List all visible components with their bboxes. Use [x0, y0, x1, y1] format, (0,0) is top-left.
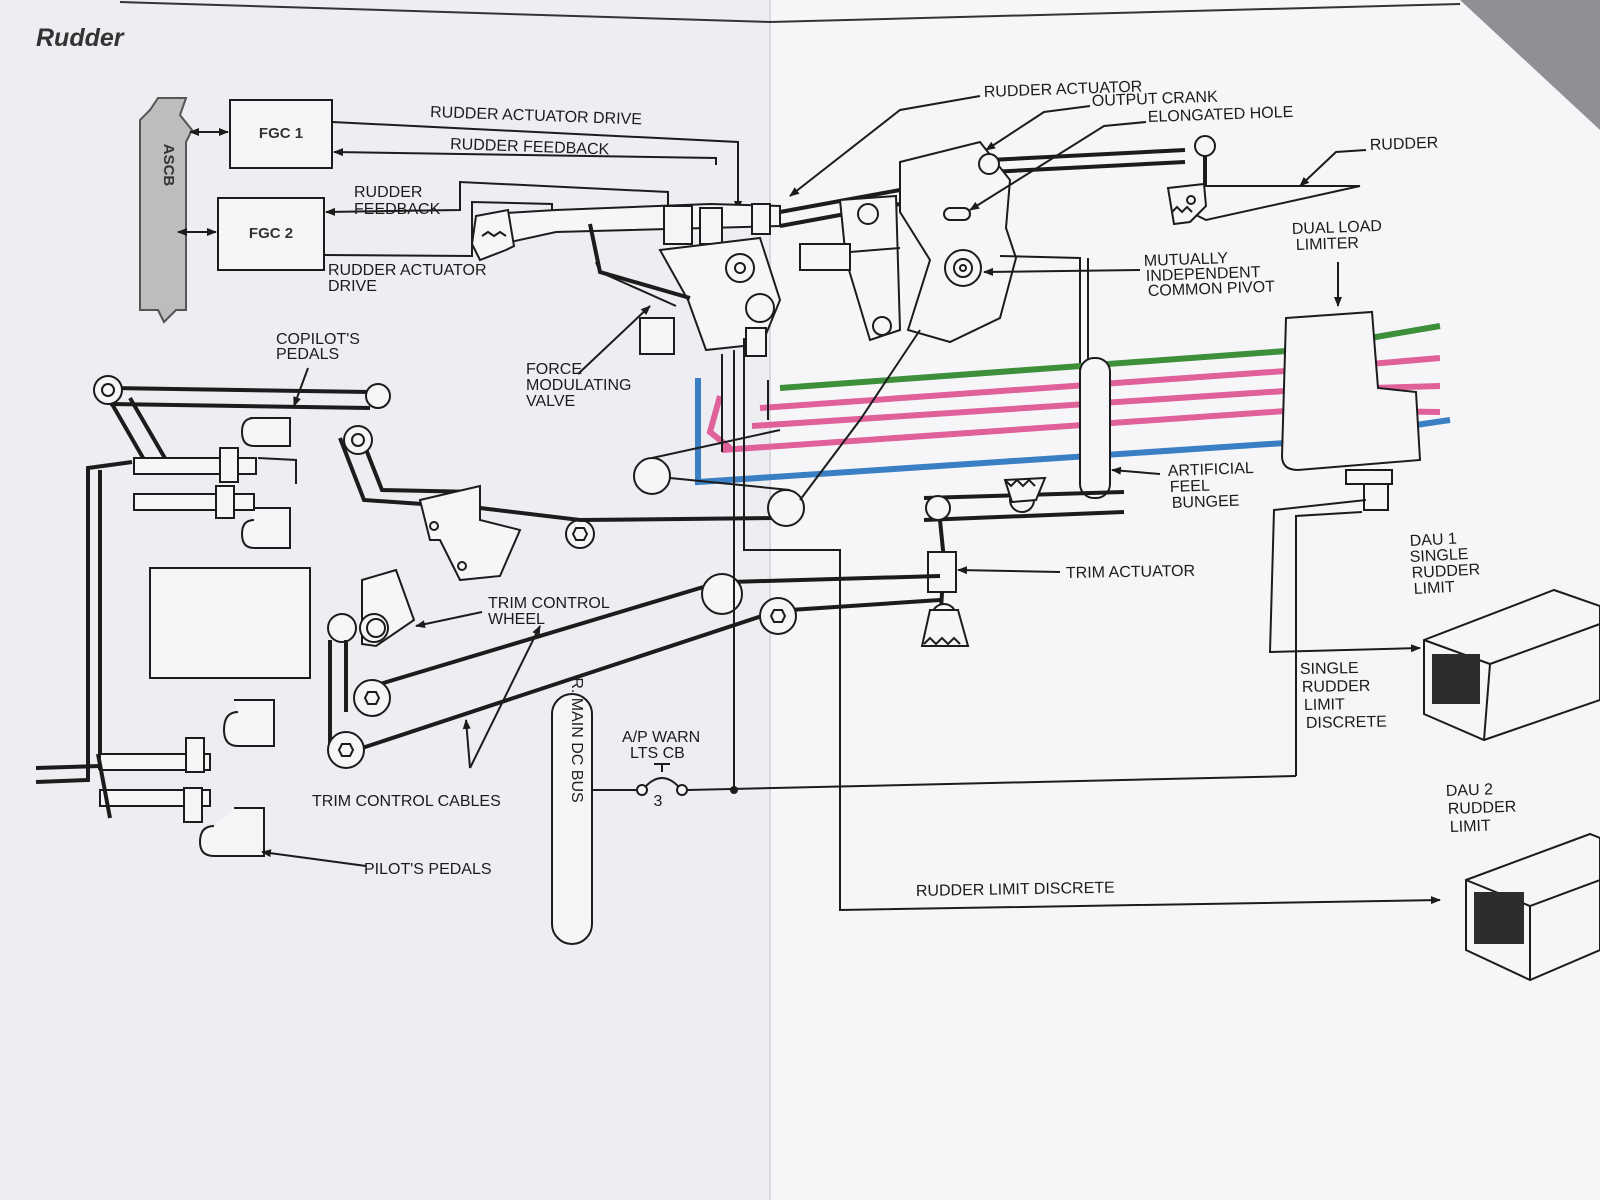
label-mutually-l3: COMMON PIVOT: [1148, 279, 1276, 300]
dau1-unit: [1423, 588, 1600, 742]
label-dau2-l1: DAU 2: [1446, 781, 1494, 800]
label-trim-control-wheel-l2: WHEEL: [488, 611, 545, 628]
label-single-rudder-limit-l2: RUDDER: [1302, 678, 1371, 696]
label-artificial-feel-l3: BUNGEE: [1172, 493, 1240, 512]
label-dau1-l4: LIMIT: [1413, 579, 1455, 598]
pedestal-box: [149, 567, 311, 679]
label-dau2-l3: LIMIT: [1450, 818, 1492, 836]
label-dau1-l3: RUDDER: [1411, 561, 1480, 582]
r-main-dc-bus: R. MAIN DC BUS: [551, 677, 593, 945]
label-rudder-actuator-drive-2-l2: DRIVE: [328, 278, 377, 295]
elongated-hole: [943, 207, 971, 221]
label-rudder-feedback-top: RUDDER FEEDBACK: [450, 136, 610, 159]
label-mutually-l2: INDEPENDENT: [1146, 264, 1261, 285]
actuator-block-1: [663, 205, 693, 245]
label-mutually-l1: MUTUALLY: [1144, 250, 1229, 270]
diagram-title: Rudder: [36, 24, 125, 52]
actuator-block-3: [751, 203, 771, 235]
label-artificial-feel-l1: ARTIFICIAL: [1168, 460, 1255, 480]
label-force-modulating-l3: VALVE: [526, 393, 575, 410]
label-rudder-feedback-2-l2: FEEDBACK: [354, 201, 441, 218]
actuator-block-2: [699, 207, 723, 245]
top-rule-left: [119, 1, 771, 23]
label-rudder-limit-discrete: RUDDER LIMIT DISCRETE: [916, 880, 1115, 900]
label-dau1-l2: SINGLE: [1409, 546, 1468, 566]
dau2-unit: [1465, 832, 1600, 982]
label-pilots-pedals: PILOT'S PEDALS: [364, 861, 492, 878]
label-rudder: RUDDER: [1370, 135, 1439, 154]
top-rule-right: [769, 3, 1461, 23]
label-trim-actuator: TRIM ACTUATOR: [1066, 563, 1195, 582]
fgc2-box: FGC 2: [217, 197, 325, 271]
label-rudder-actuator: RUDDER ACTUATOR: [984, 78, 1143, 101]
ascb-bus: ASCB: [139, 97, 194, 324]
trim-control-cables: [327, 573, 941, 769]
ap-warn-circuit-breaker[interactable]: 3: [592, 763, 1297, 810]
label-dual-load-limiter-l1: DUAL LOAD: [1292, 218, 1383, 238]
label-force-modulating-l1: FORCE: [526, 361, 582, 378]
label-trim-control-cables: TRIM CONTROL CABLES: [312, 793, 501, 810]
label-ap-warn-l2: LTS CB: [630, 745, 685, 762]
trim-actuator: [920, 519, 970, 647]
label-trim-control-wheel-l1: TRIM CONTROL: [488, 595, 610, 612]
fgc2-label: FGC 2: [249, 225, 293, 242]
label-dual-load-limiter-l2: LIMITER: [1296, 235, 1360, 254]
label-rudder-actuator-drive-2-l1: RUDDER ACTUATOR: [328, 262, 487, 279]
label-single-rudder-limit-l1: SINGLE: [1300, 660, 1359, 678]
discrete-wiring: [733, 338, 1441, 912]
pedal-bellcrank: [418, 329, 921, 582]
trim-control-wheel: [327, 568, 416, 648]
fgc1-box: FGC 1: [229, 99, 333, 169]
copilot-pedals: [35, 375, 481, 784]
label-copilots-pedals-l2: PEDALS: [276, 346, 339, 363]
callout-leaders: [261, 95, 1367, 867]
label-artificial-feel-l2: FEEL: [1170, 478, 1211, 496]
bus-label: R. MAIN DC BUS: [568, 677, 585, 802]
ascb-label: ASCB: [160, 144, 177, 187]
output-crank-assembly: [779, 140, 1186, 370]
label-dau2-l2: RUDDER: [1448, 799, 1517, 818]
label-output-crank: OUTPUT CRANK: [1092, 89, 1219, 110]
label-ap-warn-l1: A/P WARN: [622, 729, 700, 746]
rudder-surface: [1166, 135, 1361, 226]
label-single-rudder-limit-l3: LIMIT: [1304, 696, 1345, 714]
label-dau1-l1: DAU 1: [1409, 531, 1457, 550]
label-force-modulating-l2: MODULATING: [526, 377, 631, 394]
rudder-actuator-assembly: [470, 202, 782, 357]
pilot-pedals: [96, 699, 275, 857]
label-elongated-hole: ELONGATED HOLE: [1148, 104, 1294, 126]
ascb-fgc-links: [177, 128, 229, 236]
label-rudder-feedback-2-l1: RUDDER: [354, 184, 422, 201]
output-crank: [899, 140, 1018, 344]
label-copilots-pedals-l1: COPILOT'S: [276, 331, 360, 348]
fgc1-label: FGC 1: [259, 125, 303, 142]
cb-number: 3: [654, 793, 663, 810]
label-single-rudder-limit-l4: DISCRETE: [1306, 714, 1387, 732]
artificial-feel-bungee: [923, 357, 1125, 522]
dual-load-limiter: [1280, 310, 1422, 511]
